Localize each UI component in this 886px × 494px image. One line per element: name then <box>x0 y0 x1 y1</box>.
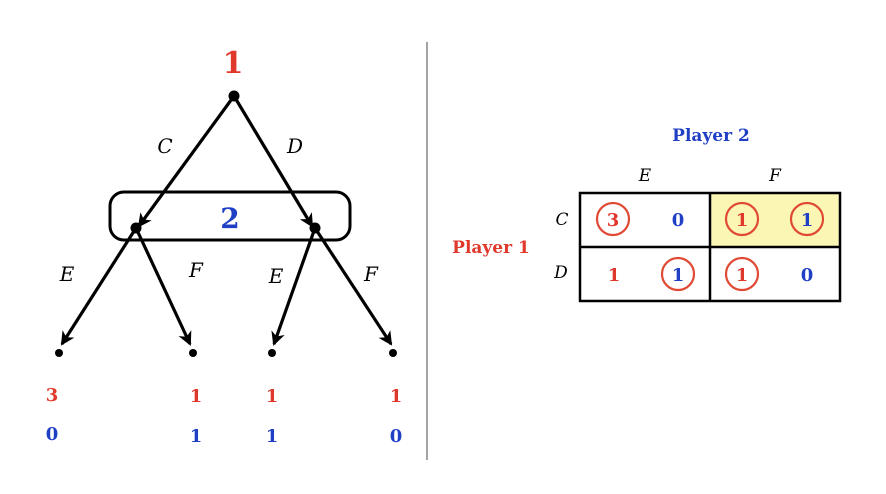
payoff-matrix: Player 2 Player 1 E F C D 3 0 1 1 1 1 1 <box>452 126 842 303</box>
best-response-circle <box>789 201 825 237</box>
terminal-node <box>55 349 63 357</box>
best-response-circle <box>724 256 760 292</box>
player1-label: Player 1 <box>452 238 530 258</box>
highlight-cell-cf <box>710 193 840 247</box>
cell-df-p1: 1 <box>736 265 749 286</box>
root-node <box>228 90 240 102</box>
terminal-node <box>189 349 197 357</box>
column-e-label: E <box>638 166 652 186</box>
best-response-circle <box>660 256 696 292</box>
terminal-node <box>389 349 397 357</box>
cell-ce-p1: 3 <box>607 210 620 231</box>
move-f-right-label: F <box>363 262 379 286</box>
best-response-circle <box>595 201 631 237</box>
edge-f-left <box>134 227 192 346</box>
cell-cf-p2: 1 <box>801 210 814 231</box>
move-f-left-label: F <box>188 258 204 282</box>
cell-de-p1: 1 <box>608 265 621 286</box>
cell-payoffs: 3 0 1 1 1 1 1 0 <box>607 210 814 286</box>
terminal-node <box>268 349 276 357</box>
cell-cf-p1: 1 <box>736 210 749 231</box>
info-set-player-label: 2 <box>220 202 239 235</box>
payoff-p1: 1 <box>390 386 403 407</box>
root-player-label: 1 <box>223 46 244 81</box>
edge-d <box>232 95 314 228</box>
game-tree: 1 C D 2 E F E F 3 0 1 1 1 1 <box>46 46 403 447</box>
payoff-p1: 1 <box>190 386 203 407</box>
move-d-label: D <box>286 134 303 158</box>
cell-df-p2: 0 <box>801 265 814 286</box>
payoff-p1: 1 <box>266 386 279 407</box>
best-response-circle <box>724 201 760 237</box>
column-f-label: F <box>768 166 782 186</box>
payoff-p2: 0 <box>390 426 403 447</box>
payoff-p2: 0 <box>46 424 59 445</box>
edge-e-left <box>60 227 138 346</box>
payoff-p2: 1 <box>190 426 203 447</box>
best-response-circles <box>595 201 825 292</box>
move-e-right-label: E <box>268 264 284 288</box>
player2-label: Player 2 <box>672 126 750 146</box>
payoff-p2: 1 <box>266 426 279 447</box>
payoff-p1: 3 <box>46 385 59 406</box>
cell-de-p2: 1 <box>672 265 685 286</box>
row-c-label: C <box>555 210 568 230</box>
right-node <box>309 222 321 234</box>
edge-f-right <box>313 227 393 346</box>
left-node <box>130 222 142 234</box>
move-c-label: C <box>157 134 172 158</box>
move-e-left-label: E <box>59 262 75 286</box>
row-d-label: D <box>553 263 568 283</box>
cell-ce-p2: 0 <box>672 210 685 231</box>
payoffs: 3 0 1 1 1 1 1 0 <box>46 385 403 447</box>
edge-c <box>137 95 236 228</box>
edge-e-right <box>271 227 317 346</box>
information-set <box>108 190 352 242</box>
